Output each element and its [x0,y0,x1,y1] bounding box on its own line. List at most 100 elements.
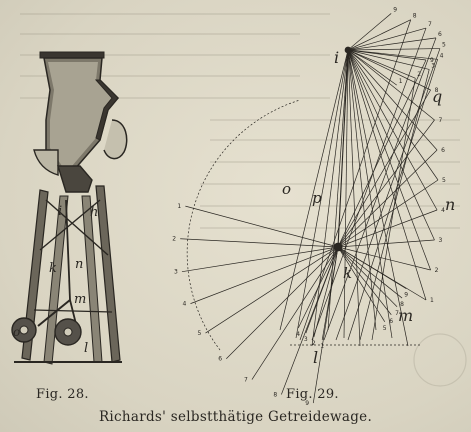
fig29-label-n: n [445,195,455,214]
arc-number: 1 [399,78,403,85]
construction-line [299,19,412,341]
pivot-point [344,46,352,54]
construction-line [279,49,349,331]
pivot-point [333,242,343,252]
fig29-label-o: o [282,180,291,198]
construction-line [337,89,431,248]
arc-number: 5 [442,177,446,184]
construction-line [251,246,339,380]
construction-line [337,179,439,248]
construction-line [347,49,393,339]
arc-number: 3 [304,336,308,343]
arc-number: 1 [177,203,181,210]
main-caption: Richards' selbstthätige Getreidewage. [98,409,373,425]
construction-line [337,246,398,308]
construction-line [347,49,427,301]
construction-line [335,48,441,341]
fig29-label-q: q [432,87,442,106]
construction-line [347,49,439,181]
construction-line [337,49,349,248]
construction-line [347,48,440,51]
fig28-label-h: h [90,205,98,220]
arc-number: 6 [218,356,222,363]
arc-number: 7 [428,21,432,28]
construction-line [337,59,427,248]
fig28-label-m: m [74,292,86,307]
construction-line [337,149,438,248]
construction-line [205,246,339,334]
construction-line [180,238,339,248]
construction-line [323,37,437,341]
arc-number: 9 [305,400,309,407]
construction-line [327,49,349,331]
construction-line [337,239,435,248]
arc-number: 5 [197,330,201,337]
fig29-labels: i q o p n k m l [282,48,455,367]
construction-line [347,13,392,51]
arc-number: 8 [400,301,404,308]
arc-number: 2 [435,267,439,274]
fig29-label-l: l [313,348,318,367]
fig28-label-k: k [49,261,57,276]
fig29-caption: Fig. 29. [286,387,339,402]
construction-line [347,49,377,331]
construction-line [337,246,392,315]
construction-line [347,59,438,341]
construction-line [311,27,427,341]
arc-number: 3 [174,269,178,276]
construction-line [311,49,349,347]
fig28-caption: Fig. 28. [36,387,89,402]
construction-line [347,49,409,347]
construction-line [343,49,349,339]
fig29-label-p: p [312,189,322,207]
construction-line [347,49,430,70]
fig28-label-n: n [75,257,83,272]
arc-number: 1 [430,297,434,304]
construction-line [337,209,438,248]
construction-line [347,49,427,61]
arc-number: 7 [438,117,442,124]
construction-line [347,49,416,79]
arc-number: 6 [389,318,393,325]
arc-number: 5 [442,42,446,49]
arc-number: 3 [438,237,442,244]
arc-number: 8 [273,392,277,399]
arc-number: 5 [383,325,387,332]
arc-number: 4 [440,52,444,59]
construction-line [321,246,339,340]
arc-number: 1 [320,343,324,350]
construction-line [371,78,416,341]
construction-line [347,49,438,211]
construction-line [347,49,431,271]
arc-number: 7 [395,310,399,317]
construction-line [347,27,427,51]
arc-number: 2 [172,236,176,243]
fig29-label-k: k [343,264,352,282]
construction-line [226,246,339,359]
arc-number: 8 [435,87,439,94]
arc-number: 9 [430,57,434,64]
fig28-label-l: l [84,341,88,356]
fig29-label-m: m [398,306,413,325]
arc-number: 6 [438,31,442,38]
fig28-label-o: o [13,325,20,339]
arc-number: 2 [417,71,421,78]
construction-line [337,119,435,248]
arc-number: 9 [393,6,397,13]
arc-number: 7 [244,377,248,384]
dotted-arc [186,99,301,351]
construction-line [347,49,431,91]
construction-line [185,205,339,248]
arc-number: 2 [312,340,316,347]
arc-number: 8 [413,13,417,20]
construction-line [181,246,339,273]
arc-number: 4 [296,331,300,338]
construction-line [295,49,349,339]
fig28-label-i: i [58,204,62,219]
arc-number: 6 [441,147,445,154]
arc-number: 4 [182,301,186,308]
construction-line [313,246,339,338]
fig29-diagram [180,13,441,404]
